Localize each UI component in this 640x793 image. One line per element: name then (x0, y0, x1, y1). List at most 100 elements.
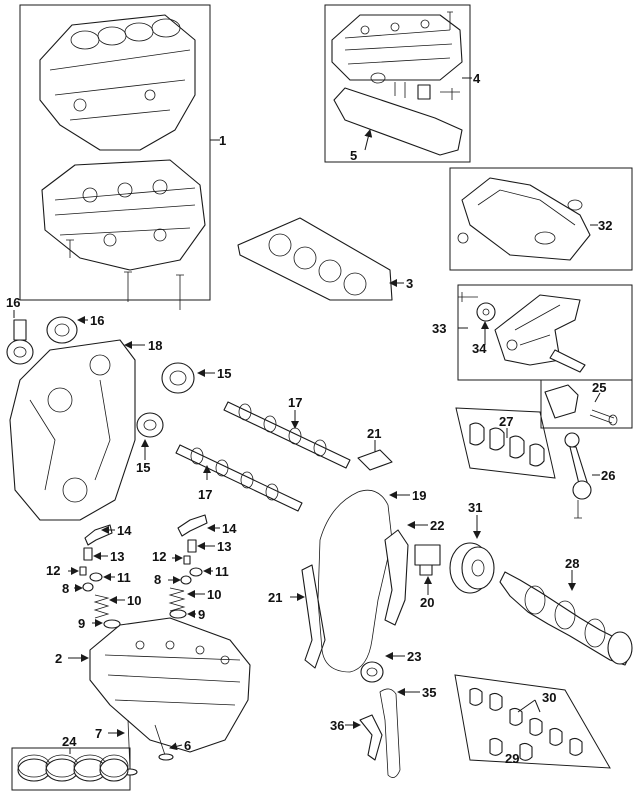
callout-28: 28 (565, 556, 579, 571)
callout-22: 22 (430, 518, 444, 533)
connecting-rod-part (564, 432, 592, 519)
callout-11a: 11 (117, 570, 131, 585)
callout-34: 34 (472, 341, 487, 356)
callout-29: 29 (505, 751, 519, 766)
exhaust-valve-part (154, 724, 174, 761)
group-box-oil-pan (449, 167, 633, 271)
rocker-arm-right-part (177, 514, 208, 537)
callout-14a: 14 (117, 523, 132, 538)
group-box-rod-bearings (455, 407, 556, 479)
callout-7: 7 (95, 726, 102, 741)
callout-12a: 12 (46, 563, 60, 578)
spring-seat-right-part (169, 609, 187, 619)
chain-guide-side-part (301, 564, 326, 669)
group-box-valve-cover (324, 4, 471, 163)
cvvt-solenoid-part (6, 319, 34, 365)
valve-retainer-left-part (89, 572, 103, 582)
callout-13b: 13 (217, 539, 231, 554)
valve-retainer-right-part (189, 567, 203, 577)
callout-17a: 17 (288, 395, 302, 410)
callout-18: 18 (148, 338, 162, 353)
callout-24: 24 (62, 734, 77, 749)
valve-spring-left-part (93, 594, 110, 619)
valve-stem-seal-left-part (82, 582, 94, 592)
callout-8a: 8 (62, 581, 69, 596)
callout-20: 20 (420, 595, 434, 610)
callout-8b: 8 (154, 572, 161, 587)
callout-17b: 17 (198, 487, 212, 502)
callout-9b: 9 (198, 607, 205, 622)
main-bearings-part (469, 687, 583, 761)
block-bolts-part (66, 239, 184, 310)
callout-9a: 9 (78, 616, 85, 631)
piston-rings-part (17, 754, 129, 782)
callout-1: 1 (219, 133, 226, 148)
callout-32: 32 (598, 218, 612, 233)
group-box-main-bearings (454, 674, 611, 769)
valve-cover-part (331, 11, 463, 81)
callout-14b: 14 (222, 521, 237, 536)
timing-cover-part (9, 339, 136, 521)
valve-keeper-left-part (79, 566, 87, 576)
callout-21a: 21 (367, 426, 381, 441)
callout-10b: 10 (207, 587, 221, 602)
callout-35: 35 (422, 685, 436, 700)
callout-5: 5 (350, 148, 357, 163)
callout-12b: 12 (152, 549, 166, 564)
crank-pulley-part (449, 542, 495, 594)
group-box-block (19, 4, 211, 301)
oil-pan-part (457, 177, 591, 261)
callout-30: 30 (542, 690, 556, 705)
rocker-arm-left-part (84, 524, 113, 546)
camshaft-exhaust-part (175, 444, 303, 512)
cylinder-head-part (89, 617, 251, 753)
valve-cover-seals-part (370, 72, 460, 100)
crankshaft-part (499, 571, 633, 666)
callout-31: 31 (468, 500, 482, 515)
cam-sprocket-upper-part (161, 362, 195, 394)
oil-pump-chain-guide-part (359, 714, 383, 761)
callout-10a: 10 (127, 593, 141, 608)
group-box-piston-rings (11, 747, 131, 791)
timing-chain-part (317, 489, 393, 673)
callout-25: 25 (592, 380, 606, 395)
callout-23: 23 (407, 649, 421, 664)
callout-26: 26 (601, 468, 615, 483)
crank-sprocket-part (360, 661, 384, 683)
cam-sprocket-lower-part (136, 412, 164, 438)
head-gasket-part (237, 217, 393, 301)
oil-pump-part (458, 292, 586, 373)
callout-21b: 21 (268, 590, 282, 605)
hydraulic-lifter-right-part (187, 539, 197, 553)
camshaft-intake-part (223, 401, 351, 469)
callout-4: 4 (473, 71, 481, 86)
valve-keeper-right-part (183, 555, 191, 565)
callout-11b: 11 (215, 564, 229, 579)
callout-36: 36 (330, 718, 344, 733)
hydraulic-lifter-left-part (83, 547, 93, 561)
chain-guide-upper-part (357, 449, 393, 471)
callout-27: 27 (499, 414, 513, 429)
chain-tensioner-part (414, 544, 441, 576)
valve-cover-gasket-part (333, 87, 463, 156)
cvvt-valve-part (46, 316, 78, 344)
callout-3: 3 (406, 276, 413, 291)
callout-16a: 16 (6, 295, 20, 310)
valve-stem-seal-right-part (180, 575, 192, 585)
spring-seat-left-part (103, 619, 121, 629)
callout-19: 19 (412, 488, 426, 503)
oil-pump-sprocket-part (476, 302, 496, 322)
cylinder-block-part (39, 14, 196, 151)
rod-bearings-part (469, 422, 545, 467)
callout-16b: 16 (90, 313, 104, 328)
callout-15b: 15 (136, 460, 150, 475)
valve-spring-right-part (168, 587, 186, 612)
lower-crankcase-part (41, 159, 206, 271)
tensioner-arm-part (384, 529, 409, 626)
callout-33: 33 (432, 321, 446, 336)
callout-2: 2 (55, 651, 62, 666)
callout-15a: 15 (217, 366, 231, 381)
callout-13a: 13 (110, 549, 124, 564)
oil-pump-chain-part (379, 688, 401, 778)
